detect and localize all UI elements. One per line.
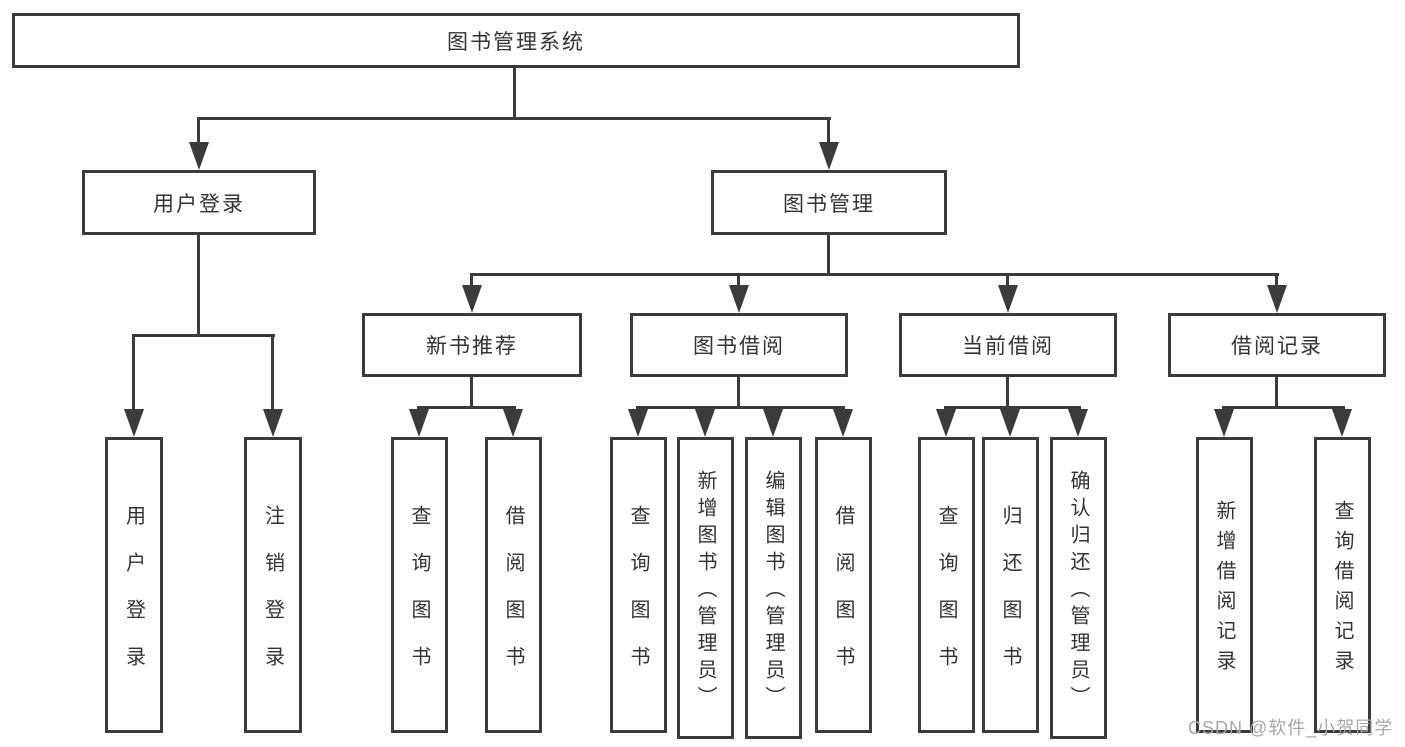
arrowhead-leaf-query-books-current	[936, 409, 956, 437]
leaf-borrow-books-recommend-label: 借阅图书	[502, 504, 524, 693]
leaf-logout-label: 注销登录	[261, 504, 284, 693]
connector-stem-book-borrowing	[737, 273, 740, 288]
leaf-borrow-books-recommend: 借阅图书	[485, 437, 542, 733]
node-new-book-recommend: 新书推荐	[362, 313, 582, 377]
leaf-add-borrow-record: 新增借阅记录	[1196, 437, 1253, 733]
connector-new-book-recommend-stem	[470, 377, 473, 408]
arrowhead-book-borrowing	[729, 285, 749, 313]
node-root: 图书管理系统	[12, 13, 1020, 68]
connector-book-borrowing-stem	[737, 377, 740, 408]
node-current-borrowing: 当前借阅	[899, 313, 1117, 377]
leaf-borrow-books-borrowing-label: 借阅图书	[832, 504, 854, 693]
arrowhead-leaf-add-borrow-record	[1214, 409, 1234, 437]
arrowhead-leaf-query-borrow-record	[1332, 409, 1352, 437]
arrowhead-leaf-return-book	[1000, 409, 1020, 437]
node-book-borrowing: 图书借阅	[630, 313, 848, 377]
leaf-logout: 注销登录	[244, 437, 302, 733]
connector-stem-user-login	[197, 117, 200, 145]
leaf-confirm-return-admin-label: 确认归还（管理员）	[1067, 470, 1089, 713]
connector-book-management-stem	[827, 235, 830, 275]
leaf-query-borrow-record: 查询借阅记录	[1314, 437, 1371, 733]
node-borrow-records-label: 借阅记录	[1231, 335, 1323, 358]
arrowhead-leaf-borrow-books-borrowing	[833, 409, 853, 437]
arrowhead-leaf-edit-book-admin	[763, 409, 783, 437]
leaf-query-books-current: 查询图书	[918, 437, 975, 733]
leaf-add-book-admin: 新增图书（管理员）	[677, 437, 734, 739]
connector-stem-leaf-logout	[271, 334, 274, 412]
arrowhead-current-borrowing	[998, 285, 1018, 313]
arrowhead-user-login	[189, 142, 209, 170]
arrowhead-leaf-borrow-books-recommend	[503, 409, 523, 437]
node-current-borrowing-label: 当前借阅	[962, 335, 1054, 358]
leaf-return-book: 归还图书	[982, 437, 1039, 733]
leaf-add-borrow-record-label: 新增借阅记录	[1213, 500, 1235, 680]
connector-root-branch	[197, 117, 831, 120]
arrowhead-leaf-logout	[263, 409, 283, 437]
connector-user-login-stem	[197, 235, 200, 336]
leaf-query-books-borrowing-label: 查询图书	[627, 504, 649, 693]
arrowhead-leaf-add-book-admin	[695, 409, 715, 437]
leaf-query-borrow-record-label: 查询借阅记录	[1331, 500, 1353, 680]
connector-book-borrowing-branch	[636, 406, 845, 409]
node-book-management-label: 图书管理	[783, 192, 875, 216]
node-root-label: 图书管理系统	[447, 30, 585, 54]
node-borrow-records: 借阅记录	[1168, 313, 1386, 377]
leaf-return-book-label: 归还图书	[999, 504, 1021, 693]
connector-root-stem	[513, 68, 516, 120]
connector-stem-current-borrowing	[1006, 273, 1009, 288]
leaf-add-book-admin-label: 新增图书（管理员）	[694, 470, 716, 713]
leaf-edit-book-admin-label: 编辑图书（管理员）	[762, 470, 784, 713]
leaf-query-books-recommend-label: 查询图书	[408, 504, 430, 693]
csdn-watermark: CSDN @软件_小贺同学	[1188, 718, 1394, 738]
arrowhead-borrow-records	[1267, 285, 1287, 313]
arrowhead-leaf-query-books-borrowing	[628, 409, 648, 437]
connector-stem-leaf-user-login	[132, 334, 135, 412]
arrowhead-leaf-confirm-return-admin	[1068, 409, 1088, 437]
node-book-management: 图书管理	[711, 170, 947, 235]
leaf-confirm-return-admin: 确认归还（管理员）	[1050, 437, 1107, 739]
leaf-query-books-current-label: 查询图书	[935, 504, 957, 693]
arrowhead-new-book-recommend	[462, 285, 482, 313]
node-new-book-recommend-label: 新书推荐	[426, 335, 518, 358]
connector-current-borrowing-branch	[944, 406, 1081, 409]
arrowhead-leaf-user-login	[124, 409, 144, 437]
node-user-login: 用户登录	[82, 170, 316, 235]
connector-new-book-recommend-branch	[417, 406, 516, 409]
node-user-login-label: 用户登录	[153, 192, 245, 216]
connector-stem-book-management	[827, 117, 830, 145]
arrowhead-book-management	[819, 142, 839, 170]
leaf-borrow-books-borrowing: 借阅图书	[815, 437, 872, 733]
node-book-borrowing-label: 图书借阅	[693, 335, 785, 358]
leaf-query-books-recommend: 查询图书	[391, 437, 448, 733]
connector-book-management-branch	[470, 273, 1279, 276]
connector-borrow-records-stem	[1275, 377, 1278, 408]
leaf-edit-book-admin: 编辑图书（管理员）	[745, 437, 802, 739]
leaf-query-books-borrowing: 查询图书	[610, 437, 667, 733]
connector-stem-borrow-records	[1275, 273, 1278, 288]
connector-user-login-branch	[132, 334, 275, 337]
arrowhead-leaf-query-books-recommend	[409, 409, 429, 437]
leaf-user-login-label: 用户登录	[122, 504, 145, 693]
leaf-user-login: 用户登录	[105, 437, 163, 733]
connector-current-borrowing-stem	[1006, 377, 1009, 408]
connector-borrow-records-branch	[1222, 406, 1345, 409]
connector-stem-new-book-recommend	[470, 273, 473, 288]
